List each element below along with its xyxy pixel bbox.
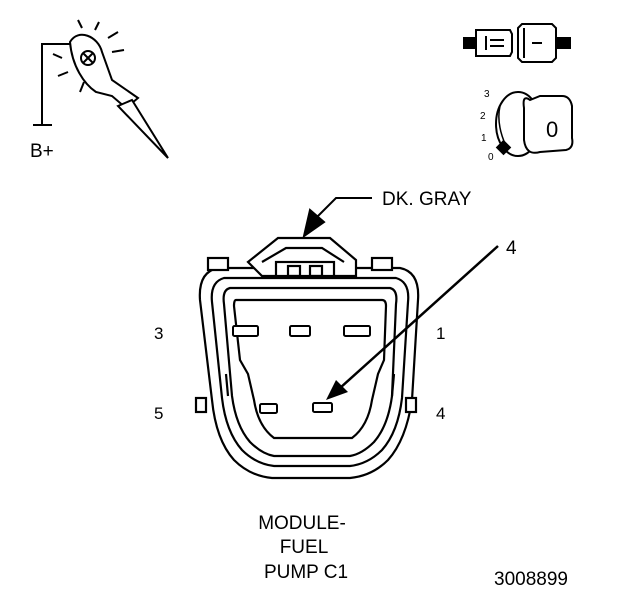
pin-callout-label: 4 (506, 238, 517, 259)
terminal-cavity-1 (343, 325, 371, 337)
ignition-position-3: 3 (484, 89, 490, 100)
terminal-cavity-2 (289, 325, 311, 337)
terminal-cavity-4 (312, 402, 333, 413)
disconnected-connector-icon (463, 23, 571, 63)
pin-callout-arrow (326, 245, 499, 400)
wire-color-label: DK. GRAY (382, 189, 472, 210)
pin-label-1: 1 (436, 324, 445, 343)
caption-line-3: PUMP C1 (264, 562, 348, 583)
terminal-cavity-3 (232, 325, 259, 337)
pin-label-5: 5 (154, 404, 163, 423)
pin-label-4: 4 (436, 404, 445, 423)
ignition-key-icon (495, 91, 574, 157)
terminal-cavities (232, 325, 371, 414)
wire-color-leader (302, 197, 372, 239)
pin-label-3: 3 (154, 324, 163, 343)
test-light-probe-icon (33, 19, 169, 159)
ignition-position-0: 0 (488, 152, 494, 163)
ignition-position-1: 1 (481, 133, 487, 144)
terminal-cavity-5 (259, 403, 278, 414)
caption-line-1: MODULE- (258, 513, 346, 534)
figure-id: 3008899 (494, 569, 568, 590)
power-label: B+ (30, 141, 54, 162)
key-position-label: 0 (546, 117, 558, 142)
caption-line-2: FUEL (280, 537, 329, 558)
connector-face (194, 236, 420, 480)
ignition-position-2: 2 (480, 111, 486, 122)
